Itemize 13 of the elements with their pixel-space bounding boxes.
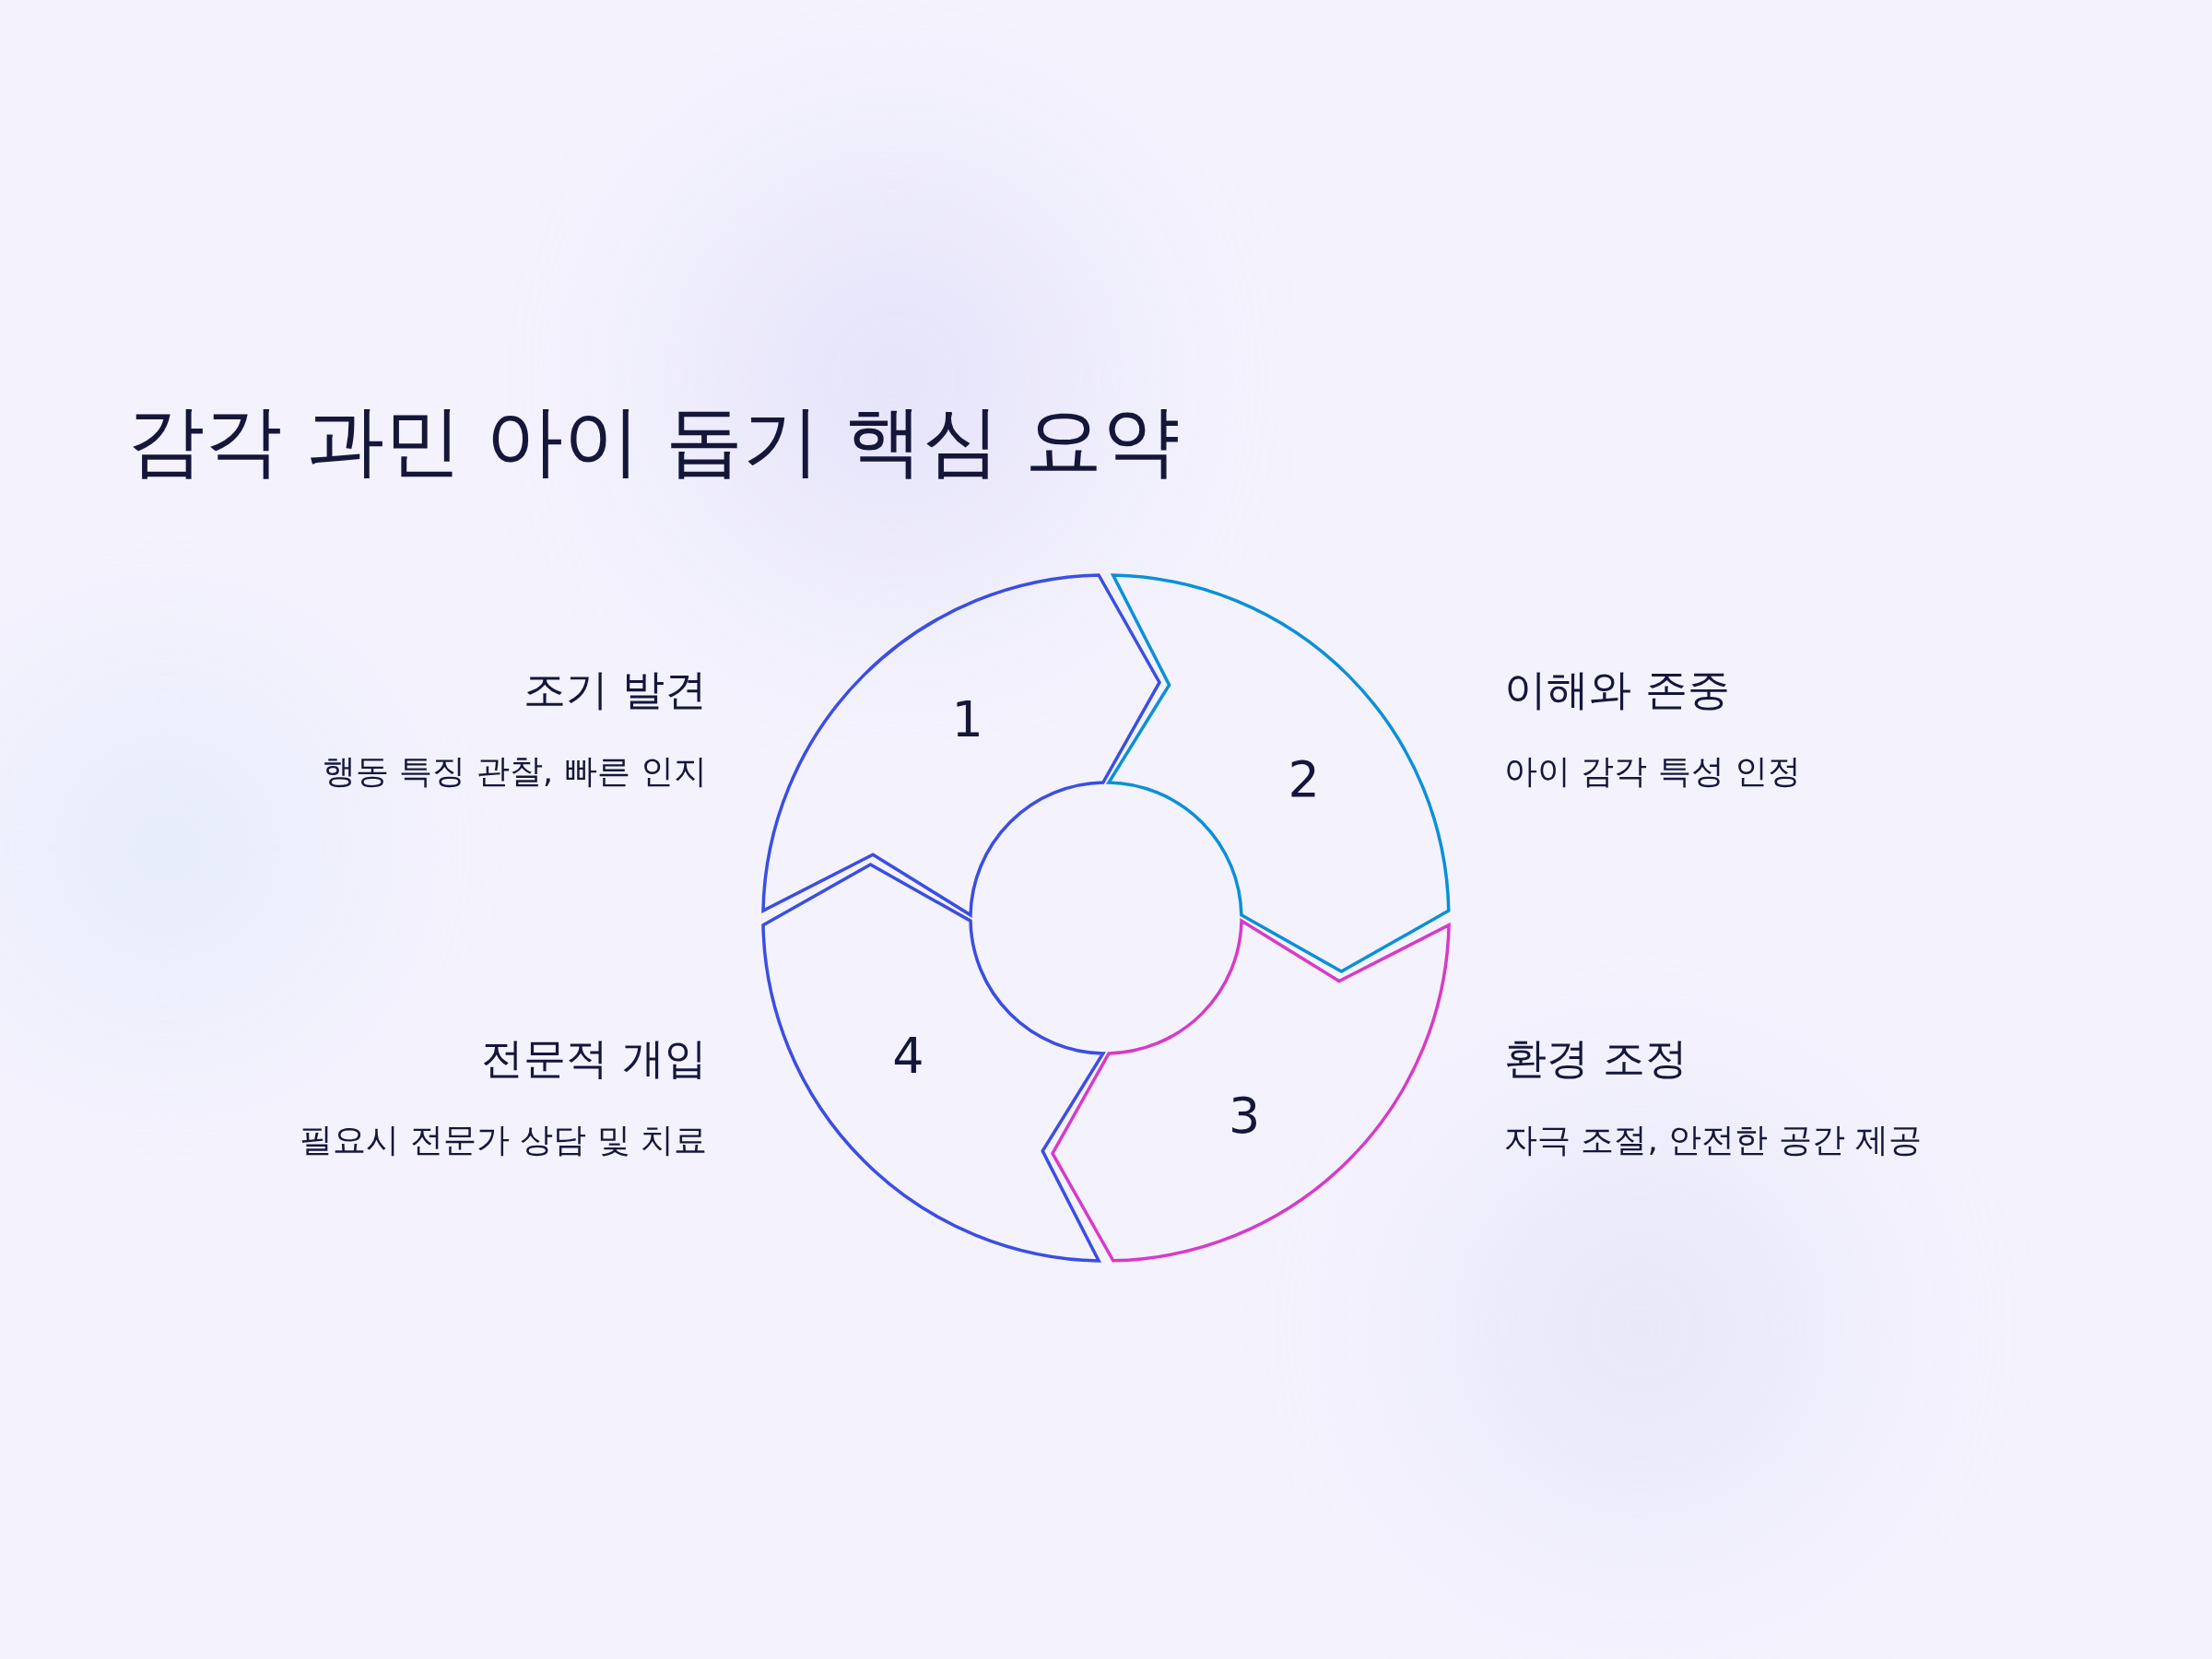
step-description: 자극 조절, 안전한 공간 제공 — [1504, 1124, 1923, 1157]
title: 감각 과민 아이 돕기 핵심 요약 — [127, 394, 1180, 488]
step-heading: 환경 조정 — [1504, 1037, 1688, 1079]
step-heading: 이해와 존중 — [1504, 668, 1730, 711]
step-description: 필요시 전문가 상담 및 치료 — [300, 1124, 707, 1157]
step-heading: 조기 발견 — [524, 668, 707, 711]
step-number: 4 — [892, 1031, 924, 1082]
step-description: 아이 감각 특성 인정 — [1504, 755, 1802, 788]
step-number: 2 — [1288, 754, 1320, 805]
step-heading: 전문적 개입 — [481, 1037, 707, 1079]
step-description: 행동 특징 관찰, 빠른 인지 — [322, 755, 707, 788]
step-number: 1 — [951, 695, 983, 746]
step-number: 3 — [1229, 1090, 1261, 1141]
